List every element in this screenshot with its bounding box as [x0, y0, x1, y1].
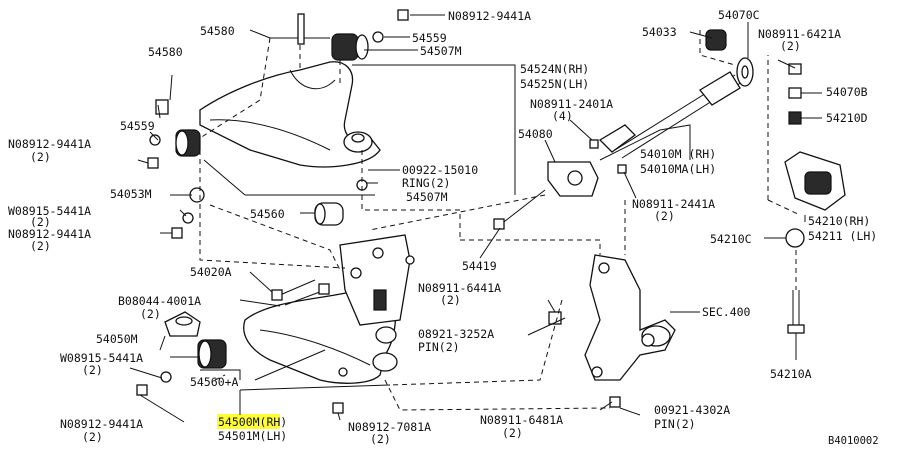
label-qty-i: (2) — [654, 209, 675, 223]
callout-labels: 54580 N08912-9441A 54559 54507M 54524N(R… — [8, 8, 879, 447]
torsion-bar — [598, 71, 743, 159]
nut-marks — [136, 9, 627, 414]
upper-bushing — [331, 33, 369, 61]
label-08921-3252A: 08921-3252A — [418, 327, 494, 341]
label-08912-9441A-top: N08912-9441A — [448, 9, 531, 23]
label-54211LH: 54211 (LH) — [808, 229, 877, 243]
label-54559-mid: 54559 — [120, 119, 155, 133]
label-08912-9441A-left: N08912-9441A — [8, 137, 91, 151]
label-54210D: 54210D — [826, 111, 868, 125]
label-ring: RING(2) — [402, 176, 450, 190]
lower-bushing — [197, 339, 227, 369]
label-08911-6441A: N08911-6441A — [418, 281, 501, 295]
label-54560: 54560 — [250, 207, 285, 221]
label-54070C: 54070C — [718, 8, 760, 22]
label-qty-4: (4) — [552, 109, 573, 123]
label-54010MA: 54010MA(LH) — [640, 162, 716, 176]
label-54020A: 54020A — [190, 265, 232, 279]
bracket — [339, 234, 411, 326]
label-qty-j: (2) — [440, 293, 461, 307]
bushing-54033 — [705, 29, 727, 51]
label-qty-c: (2) — [30, 239, 51, 253]
label-qty-k: (2) — [502, 426, 523, 440]
washer-54070C — [736, 57, 754, 87]
label-54419: 54419 — [462, 259, 497, 273]
label-08044-4001A: B08044-4001A — [118, 294, 201, 308]
label-54501M: 54501M(LH) — [218, 429, 287, 443]
label-54080: 54080 — [518, 127, 553, 141]
rebound-bumper-54050M — [164, 311, 201, 337]
label-pin: PIN(2) — [418, 340, 460, 354]
label-qty-h: (2) — [780, 39, 801, 53]
label-qty-b: (2) — [30, 215, 51, 229]
label-08915-5441A-low: W08915-5441A — [60, 351, 143, 365]
label-54033: 54033 — [642, 25, 677, 39]
label-qty-d: (2) — [140, 307, 161, 321]
label-08915-5441A-left: W08915-5441A — [8, 204, 91, 218]
label-08912-7081A: N08912-7081A — [348, 420, 431, 434]
bolts-54020A — [271, 279, 330, 306]
label-08911-2401A: N08911-2401A — [530, 97, 613, 111]
label-54560A: 54560+A — [190, 375, 239, 389]
label-54070B: 54070B — [826, 85, 868, 99]
label-54210RH: 54210(RH) — [808, 214, 870, 228]
label-54580-left: 54580 — [148, 45, 183, 59]
label-08911-6481A: N08911-6481A — [480, 413, 563, 427]
dashed-outlines — [199, 30, 801, 411]
label-00921-4302A: 00921-4302A — [654, 403, 730, 417]
label-qty-a: (2) — [30, 150, 51, 164]
label-54507M-mid: 54507M — [406, 190, 448, 204]
label-00922-15010: 00922-15010 — [402, 163, 478, 177]
label-54050M: 54050M — [96, 332, 138, 346]
steering-knuckle — [584, 254, 676, 381]
label-54210A: 54210A — [770, 367, 812, 381]
label-54524N: 54524N(RH) — [520, 62, 589, 76]
highlight-54500M — [217, 414, 280, 429]
bolt-54210A — [787, 290, 805, 334]
diagram-reference-code: B4010002 — [828, 435, 879, 447]
label-54053M: 54053M — [110, 187, 152, 201]
nuts-right — [788, 63, 802, 125]
label-54507M-top: 54507M — [420, 44, 462, 58]
label-08912-9441A-left2: N08912-9441A — [8, 227, 91, 241]
label-54559-top: 54559 — [412, 31, 447, 45]
label-54210C: 54210C — [710, 232, 752, 246]
upper-bushing-left — [175, 129, 201, 157]
leader-lines — [129, 14, 822, 423]
anchor-54080 — [547, 161, 599, 197]
bolt-54419 — [493, 189, 546, 230]
label-08912-9441A-bot: N08912-9441A — [60, 417, 143, 431]
label-qty-g: (2) — [370, 432, 391, 446]
label-54010M: 54010M (RH) — [640, 147, 716, 161]
bushing-54560 — [314, 202, 344, 226]
anchor-arm-54210 — [784, 151, 846, 248]
label-qty-e: (2) — [82, 363, 103, 377]
label-pin-b: PIN(2) — [654, 417, 696, 431]
label-54500M: 54500M(RH) — [218, 415, 287, 429]
label-08911-2441A: N08911-2441A — [632, 197, 715, 211]
upper-control-arm — [199, 61, 381, 168]
label-54580: 54580 — [200, 24, 235, 38]
label-qty-f: (2) — [82, 430, 103, 444]
label-54525N: 54525N(LH) — [520, 77, 589, 91]
label-sec400: SEC.400 — [702, 305, 751, 319]
label-08911-6421A: N08911-6421A — [758, 27, 841, 41]
